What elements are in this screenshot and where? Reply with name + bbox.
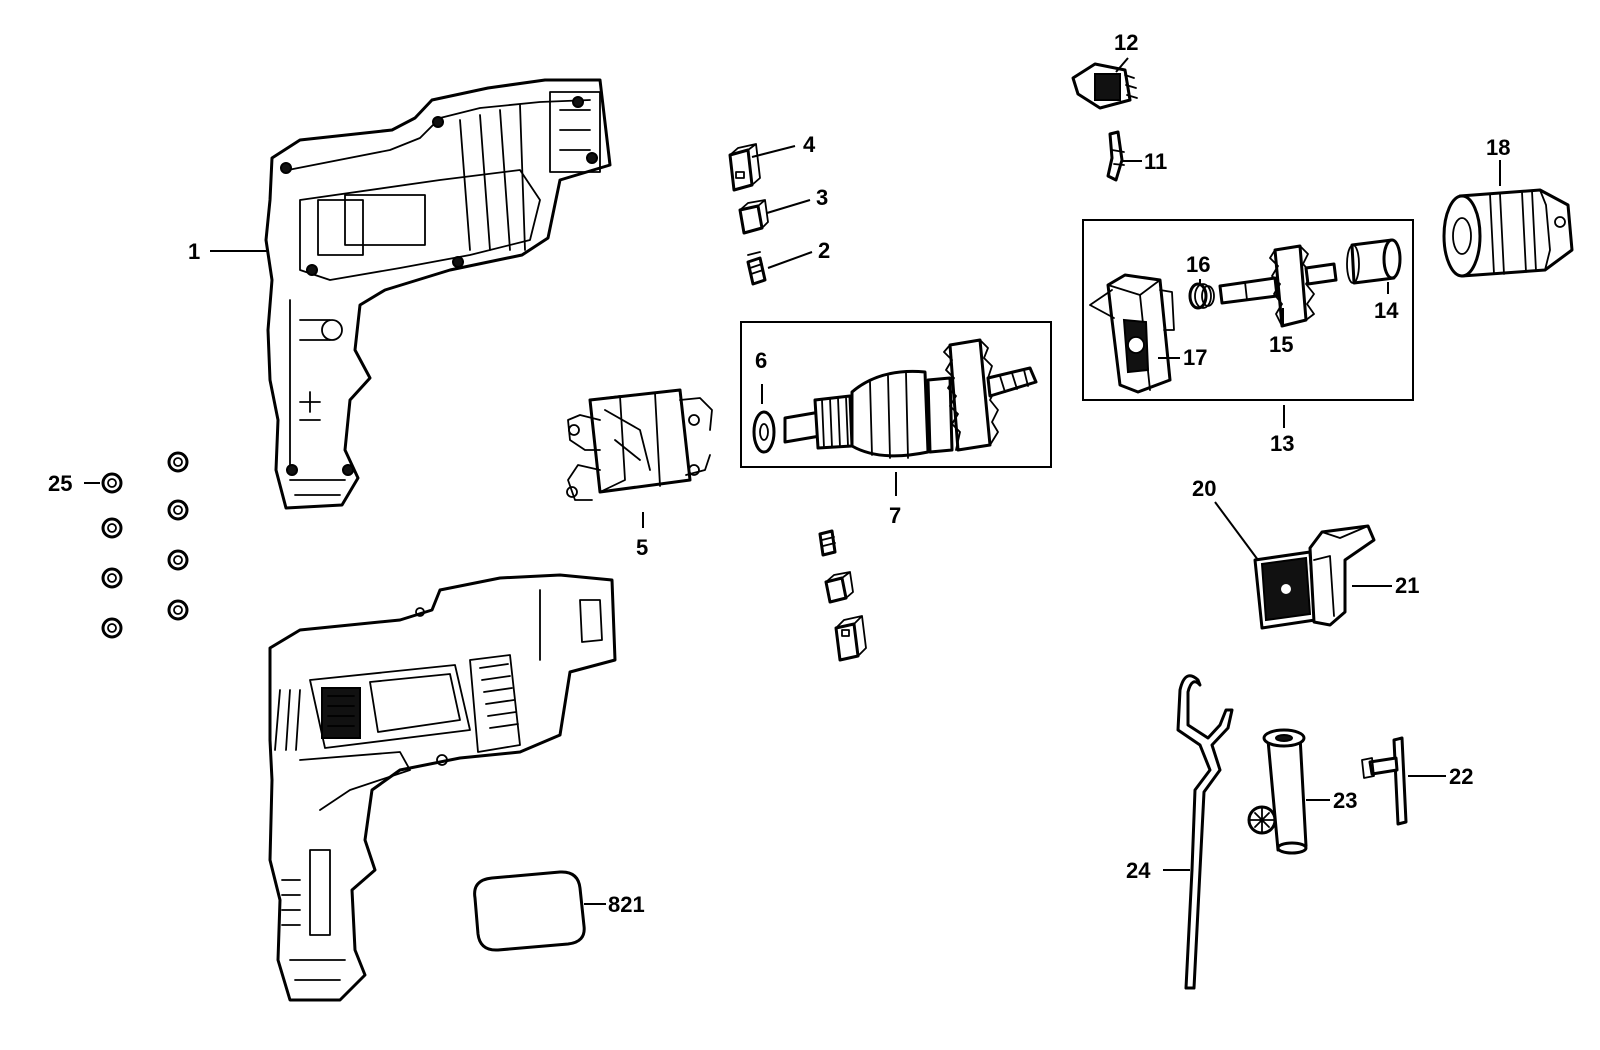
leader-3	[766, 199, 811, 214]
side-handle-23	[1247, 728, 1308, 855]
brush-holder-4	[728, 143, 761, 192]
nameplate-821	[473, 870, 586, 952]
label-6: 6	[755, 348, 767, 373]
label-2: 2	[818, 238, 830, 263]
label-17: 17	[1183, 345, 1207, 370]
label-22: 22	[1449, 764, 1473, 789]
brush-spring-2	[746, 251, 767, 286]
bearing-6	[752, 410, 776, 454]
bushing-14	[1346, 238, 1402, 285]
leader-20	[1214, 501, 1259, 561]
label-18: 18	[1486, 135, 1510, 160]
brush-parts-lower	[818, 529, 867, 662]
label-1: 1	[188, 239, 200, 264]
label-25: 25	[48, 471, 72, 496]
label-7: 7	[889, 503, 901, 528]
housing-half-outer	[268, 573, 617, 1002]
field-stator-5	[566, 388, 713, 501]
armature-7	[783, 338, 1038, 459]
label-4: 4	[803, 132, 816, 157]
label-23: 23	[1333, 788, 1357, 813]
label-15: 15	[1269, 332, 1293, 357]
label-11: 11	[1144, 149, 1167, 174]
label-21: 21	[1395, 573, 1419, 598]
switch-20-21	[1253, 524, 1376, 630]
chuck-key-22	[1361, 736, 1408, 826]
drill-chuck-18	[1442, 188, 1574, 278]
lever-11	[1106, 130, 1125, 182]
carbon-brush-3	[738, 199, 769, 235]
label-24: 24	[1126, 858, 1151, 883]
armature-group-box	[740, 321, 1052, 468]
switch-button-12	[1071, 62, 1138, 110]
label-5: 5	[636, 535, 648, 560]
label-3: 3	[816, 185, 828, 210]
screws-25	[101, 451, 189, 639]
leader-2	[767, 251, 813, 269]
gear-housing-17	[1089, 273, 1175, 394]
label-14: 14	[1374, 298, 1399, 323]
leader-4	[751, 145, 796, 158]
spring-16	[1188, 282, 1215, 310]
label-13: 13	[1270, 431, 1294, 456]
leader-12	[1115, 57, 1129, 73]
label-16: 16	[1186, 252, 1210, 277]
gear-group-box	[1082, 219, 1414, 401]
depth-rod-24	[1176, 674, 1234, 990]
label-20: 20	[1192, 476, 1216, 501]
label-821: 821	[608, 892, 645, 917]
label-12: 12	[1114, 30, 1138, 55]
spindle-gear-15	[1218, 244, 1338, 328]
housing-half-inner	[264, 78, 612, 510]
